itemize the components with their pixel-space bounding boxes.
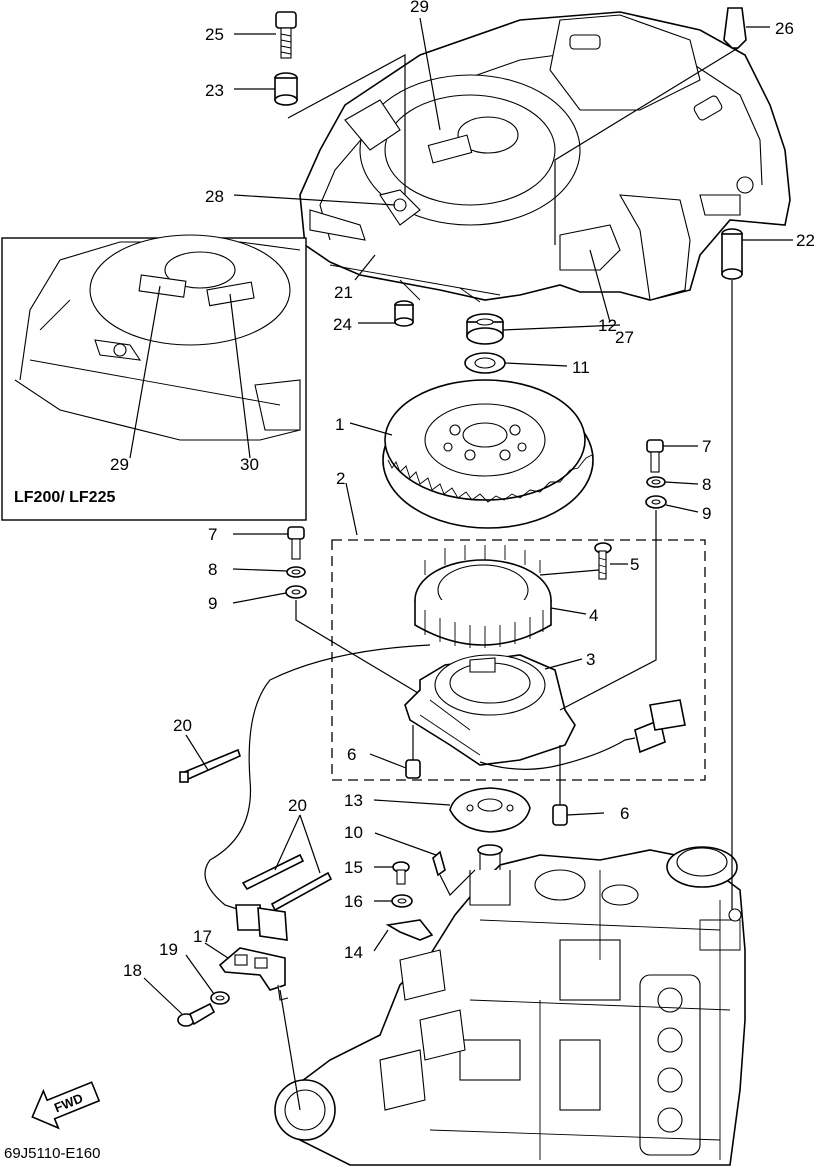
callout-25: 25 [205,25,224,44]
washer-16 [391,894,413,908]
washer-9-right [645,495,667,509]
cable-tie-20-upper [179,748,241,783]
callout-28: 28 [205,187,224,206]
callout-15: 15 [344,858,363,877]
callout-20-lower: 20 [288,796,307,815]
stator-base-3 [404,654,576,766]
cable-tie-20-lower [241,853,333,912]
grommet-22 [721,228,743,280]
engine-block [274,844,746,1166]
callout-19: 19 [159,940,178,959]
collar-24 [394,300,414,327]
flywheel-cover [299,11,791,303]
diagram-code: 69J5110-E160 [4,1145,100,1162]
callout-26: 26 [775,19,794,38]
callout-3: 3 [586,650,595,669]
screw-15 [392,861,410,885]
callout-8-left: 8 [208,560,217,579]
callout-20-upper: 20 [173,716,192,735]
callout-2: 2 [336,469,345,488]
dowel-6-left [405,759,421,779]
callout-1: 1 [335,415,344,434]
callout-4: 4 [589,606,598,625]
callout-12: 12 [598,316,617,335]
callout-27: 27 [615,328,634,347]
callout-14: 14 [344,943,363,962]
wire-harness [204,644,431,941]
callout-9-right: 9 [702,504,711,523]
callout-29-inset: 29 [110,455,129,474]
callout-10: 10 [344,823,363,842]
callout-7-right: 7 [702,437,711,456]
stator-assembly-box [331,539,706,781]
stator-lead-wire [479,699,686,770]
inset-model-label: LF200/ LF225 [14,489,115,506]
flywheel-1 [382,379,594,529]
callout-23: 23 [205,81,224,100]
callout-29: 29 [410,0,429,16]
washer-11 [464,352,506,374]
callout-13: 13 [344,791,363,810]
callout-6-left: 6 [347,745,356,764]
grommet-23 [274,72,298,106]
callout-labels: 25 23 29 26 28 22 21 24 12 27 11 1 7 2 8… [123,0,815,980]
nut-12 [466,313,504,345]
bolt-7-left [287,526,305,560]
bracket-17 [218,947,289,1001]
fwd-arrow-icon: FWD [31,1081,101,1130]
stator-4 [414,545,552,648]
callout-8-right: 8 [702,475,711,494]
screw-18 [177,1002,216,1027]
dowel-6-right [552,804,568,826]
callout-22: 22 [796,231,815,250]
callout-6-right: 6 [620,804,629,823]
washer-9-left [285,585,307,599]
bolt-7-right [646,439,664,473]
callout-5: 5 [630,555,639,574]
clamp-14 [385,919,434,941]
callout-11: 11 [572,358,590,377]
callout-9-left: 9 [208,594,217,613]
clip-26 [723,7,747,49]
callout-16: 16 [344,892,363,911]
callout-24: 24 [333,315,352,334]
callout-21: 21 [334,283,353,302]
leader-lines [143,17,793,1111]
callout-7-left: 7 [208,525,217,544]
model-variant-inset: 29 30 LF200/ LF225 [1,234,307,521]
callout-18: 18 [123,961,142,980]
callout-17: 17 [193,927,212,946]
washer-19 [210,991,230,1005]
washer-8-left [286,566,306,578]
pulser-13 [449,787,531,833]
key-10 [432,850,446,877]
bolt-25 [275,11,297,59]
washer-8-right [646,476,666,488]
screw-5 [594,542,612,580]
callout-30: 30 [240,455,259,474]
